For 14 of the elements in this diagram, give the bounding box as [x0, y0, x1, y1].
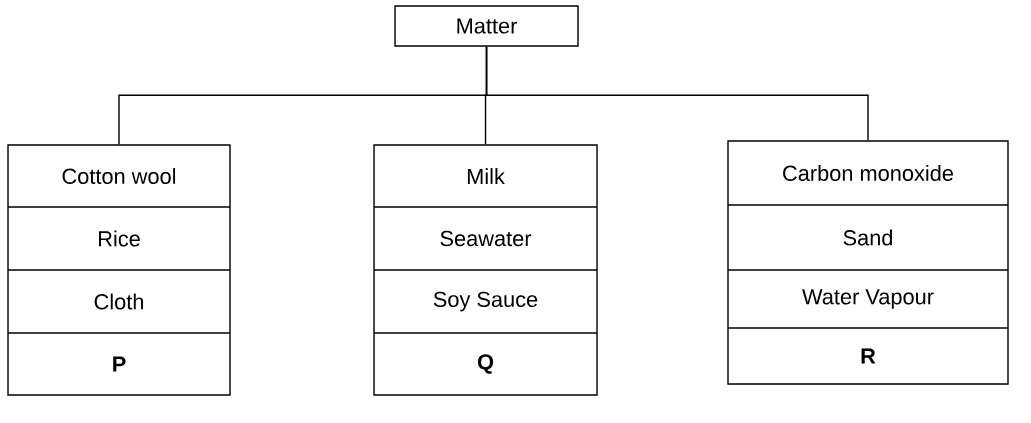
cell-label: Cloth [94, 293, 143, 310]
cell-label: Rice [99, 230, 140, 247]
matter-box: Matter [394, 5, 579, 47]
cell-label: Water Vapour [802, 289, 934, 309]
cell-label: Q [477, 354, 494, 374]
cell-label: Sand [843, 229, 893, 246]
cell-label: Seawater [440, 230, 532, 247]
cell-label: Milk [467, 168, 505, 184]
cell-label: R [861, 348, 876, 364]
connector-line [485, 46, 869, 141]
cell-label: Carbon monoxide [783, 165, 953, 181]
cell-label: P [113, 356, 126, 372]
cell-label: Cotton wool [62, 168, 176, 184]
cell-label: Soy Sauce [433, 291, 538, 312]
